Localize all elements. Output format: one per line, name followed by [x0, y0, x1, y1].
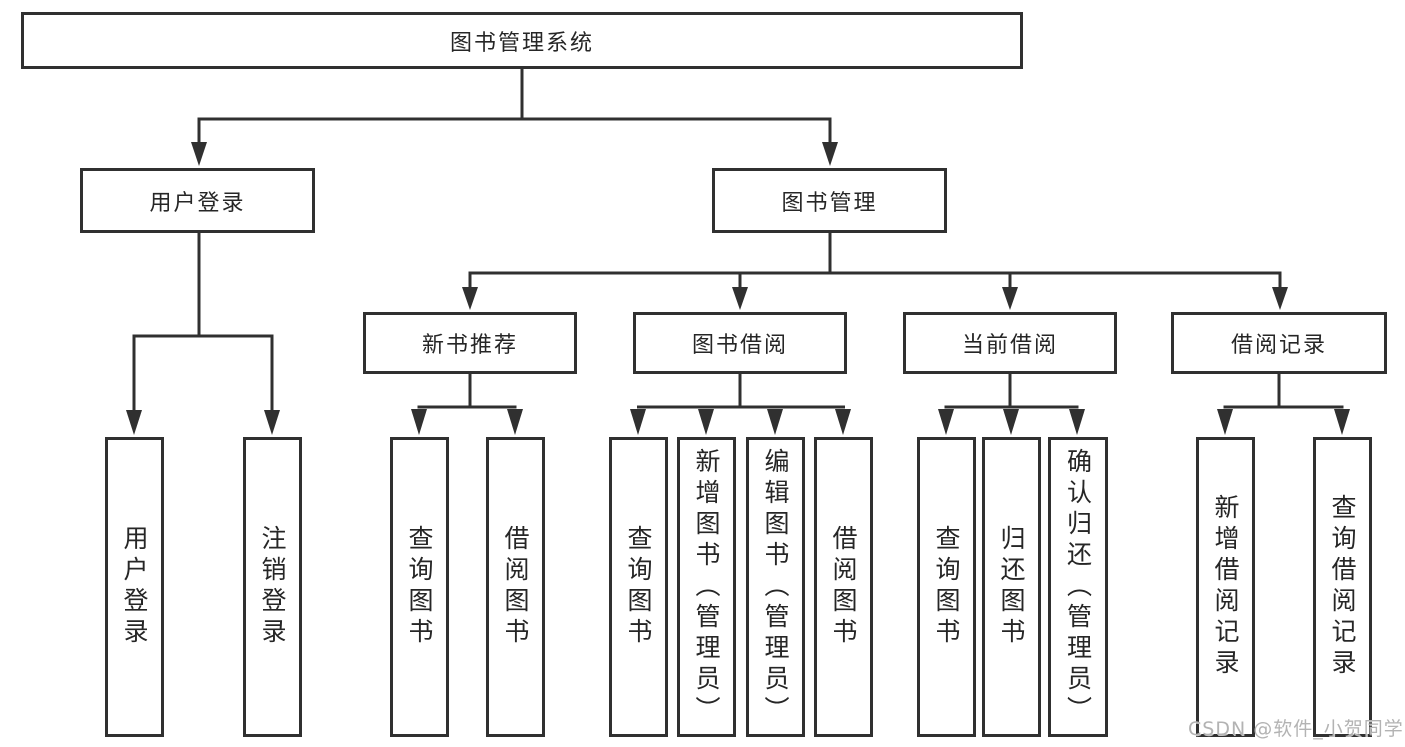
node-user-login: 用户登录 — [80, 168, 315, 233]
leaf-borrow-books-recommend: 借阅图书 — [486, 437, 545, 737]
leaf-query-books-recommend: 查询图书 — [390, 437, 449, 737]
leaf-logout: 注销登录 — [243, 437, 302, 737]
node-book-management: 图书管理 — [712, 168, 947, 233]
leaf-user-login: 用户登录 — [105, 437, 164, 737]
leaf-query-books-borrowing: 查询图书 — [609, 437, 668, 737]
node-library-management-system: 图书管理系统 — [21, 12, 1023, 69]
leaf-confirm-return-admin: 确认归还（管理员） — [1048, 437, 1108, 737]
leaf-add-books-admin: 新增图书（管理员） — [677, 437, 736, 737]
connector-current-borrowing-to-leaves — [938, 374, 1085, 435]
leaf-query-borrow-record: 查询借阅记录 — [1313, 437, 1372, 737]
connector-borrowing-records-to-leaves — [1217, 374, 1350, 435]
leaf-return-books: 归还图书 — [982, 437, 1041, 737]
leaf-query-books-current: 查询图书 — [917, 437, 976, 737]
leaf-borrow-books: 借阅图书 — [814, 437, 873, 737]
connector-book-borrowing-to-leaves — [630, 374, 851, 435]
connector-book-management-to-level3 — [462, 233, 1288, 310]
connector-root-to-level2 — [191, 69, 838, 166]
leaf-edit-books-admin: 编辑图书（管理员） — [746, 437, 805, 737]
node-book-borrowing: 图书借阅 — [633, 312, 847, 374]
leaf-add-borrow-record: 新增借阅记录 — [1196, 437, 1255, 737]
node-borrowing-records: 借阅记录 — [1171, 312, 1387, 374]
node-new-book-recommend: 新书推荐 — [363, 312, 577, 374]
csdn-watermark: CSDN @软件_小贺同学 — [1188, 718, 1404, 740]
connector-user-login-to-leaves — [126, 233, 280, 435]
node-current-borrowing: 当前借阅 — [903, 312, 1117, 374]
connector-new-book-recommend-to-leaves — [411, 374, 523, 435]
